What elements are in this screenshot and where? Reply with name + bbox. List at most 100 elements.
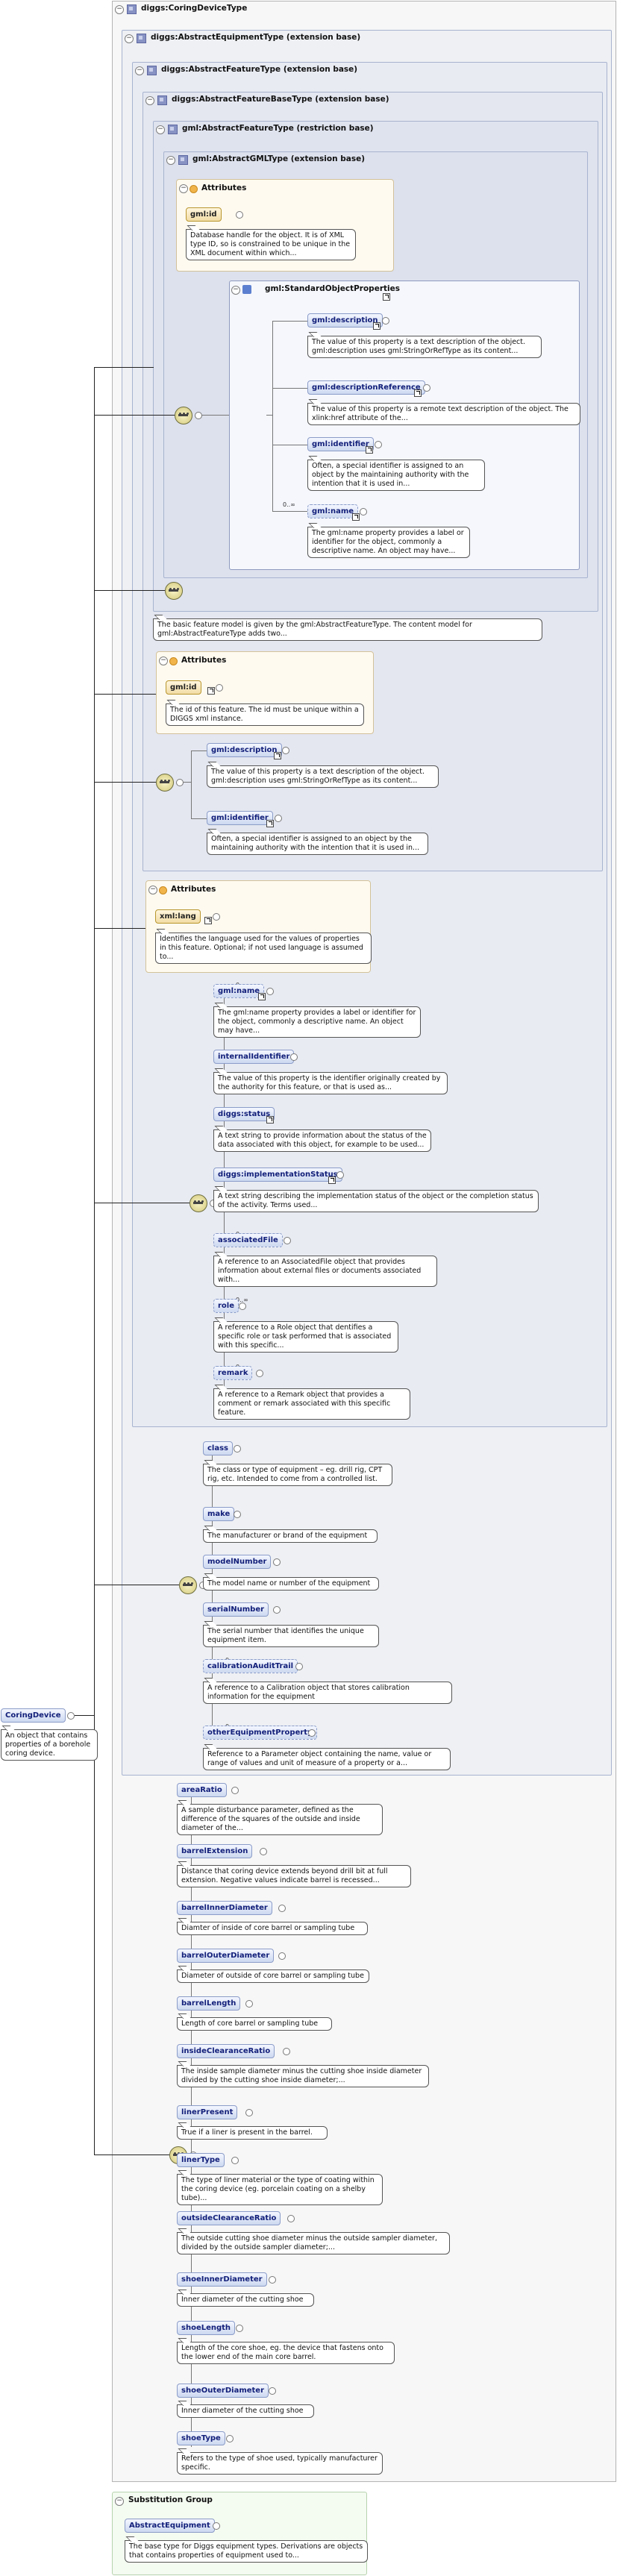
outsideClearanceRatio-element[interactable]: outsideClearanceRatio	[177, 2211, 281, 2225]
gml-description-reference-element[interactable]: gml:descriptionReference	[307, 380, 425, 395]
hyperlink-icon[interactable]	[204, 917, 212, 924]
hyperlink-icon[interactable]	[414, 389, 422, 397]
hyperlink-icon[interactable]	[373, 322, 380, 330]
internal-identifier-element[interactable]: internalIdentifier	[213, 1050, 295, 1064]
expand-dot-icon[interactable]	[375, 441, 382, 448]
barrelOuterDiameter-element[interactable]: barrelOuterDiameter	[177, 1949, 275, 1963]
collapse-toggle-icon[interactable]: −	[148, 886, 157, 894]
linerPresent-element[interactable]: linerPresent	[177, 2105, 238, 2119]
insideClearanceRatio-element[interactable]: insideClearanceRatio	[177, 2044, 275, 2058]
model-number-element[interactable]: modelNumber	[203, 1555, 272, 1569]
linerType-element[interactable]: linerType	[177, 2153, 225, 2167]
expand-dot-icon[interactable]	[382, 317, 389, 325]
expand-dot-icon[interactable]	[282, 747, 289, 754]
expand-dot-icon[interactable]	[290, 1053, 298, 1061]
hyperlink-icon[interactable]	[266, 820, 274, 827]
gml-description-element[interactable]: gml:description	[307, 313, 383, 328]
expand-dot-icon[interactable]	[423, 384, 430, 392]
expand-dot-icon[interactable]	[283, 2048, 290, 2055]
hyperlink-icon[interactable]	[352, 513, 360, 521]
calibration-audit-trail-element[interactable]: calibrationAuditTrail	[203, 1659, 298, 1673]
expand-dot-icon[interactable]	[284, 1237, 291, 1244]
sequence-icon[interactable]	[156, 774, 174, 792]
collapse-toggle-icon[interactable]: −	[115, 2497, 124, 2506]
collapse-toggle-icon[interactable]: −	[231, 286, 240, 295]
hyperlink-icon[interactable]	[266, 1116, 274, 1124]
barrelInnerDiameter-element[interactable]: barrelInnerDiameter	[177, 1901, 272, 1915]
expand-dot-icon[interactable]	[278, 1905, 286, 1912]
gml-id-attribute[interactable]: gml:id	[186, 207, 222, 222]
expand-dot-icon[interactable]	[273, 1606, 281, 1614]
hyperlink-icon[interactable]	[274, 752, 281, 759]
hyperlink-icon[interactable]	[366, 446, 373, 454]
expand-dot-icon[interactable]	[236, 211, 243, 219]
diggs-implementation-status-element[interactable]: diggs:implementationStatus	[213, 1168, 342, 1182]
collapse-toggle-icon[interactable]: −	[135, 66, 144, 75]
collapse-toggle-icon[interactable]: −	[179, 184, 188, 193]
expand-dot-icon[interactable]	[231, 1787, 239, 1794]
expand-dot-icon[interactable]	[213, 913, 220, 921]
xml-lang-attribute[interactable]: xml:lang	[155, 909, 201, 924]
gml-identifier-element[interactable]: gml:identifier	[307, 437, 374, 451]
collapse-toggle-icon[interactable]: −	[166, 156, 175, 165]
expand-dot-icon[interactable]	[295, 1663, 303, 1670]
expand-dot-icon[interactable]	[308, 1729, 316, 1737]
expand-dot-icon[interactable]	[216, 684, 223, 692]
expand-dot-icon[interactable]	[234, 1445, 241, 1452]
expand-dot-icon[interactable]	[269, 2387, 277, 2395]
gml-name-element[interactable]: gml:name	[307, 504, 359, 518]
gml-name-element[interactable]: gml:name	[213, 984, 265, 998]
other-equipment-property-element[interactable]: otherEquipmentProperty	[203, 1726, 317, 1740]
make-element[interactable]: make	[203, 1507, 235, 1521]
expand-dot-icon[interactable]	[213, 2522, 220, 2530]
expand-dot-icon[interactable]	[195, 412, 202, 419]
expand-dot-icon[interactable]	[269, 2276, 277, 2284]
sequence-icon[interactable]	[165, 582, 183, 600]
expand-dot-icon[interactable]	[259, 1848, 267, 1855]
expand-dot-icon[interactable]	[67, 1712, 75, 1720]
gml-id-attribute[interactable]: gml:id	[166, 680, 201, 695]
expand-dot-icon[interactable]	[245, 2000, 253, 2008]
barrelLength-element[interactable]: barrelLength	[177, 1996, 241, 2011]
hyperlink-icon[interactable]	[328, 1176, 336, 1184]
expand-dot-icon[interactable]	[236, 2325, 243, 2332]
class-element[interactable]: class	[203, 1441, 234, 1455]
expand-dot-icon[interactable]	[275, 815, 282, 822]
expand-dot-icon[interactable]	[273, 1558, 281, 1566]
sequence-icon[interactable]	[175, 407, 192, 424]
expand-dot-icon[interactable]	[266, 988, 274, 995]
hyperlink-icon[interactable]	[383, 293, 390, 301]
sequence-icon[interactable]	[179, 1576, 197, 1594]
expand-dot-icon[interactable]	[234, 1511, 241, 1518]
expand-dot-icon[interactable]	[360, 508, 367, 515]
shoeLength-element[interactable]: shoeLength	[177, 2321, 236, 2335]
shoeInnerDiameter-element[interactable]: shoeInnerDiameter	[177, 2272, 267, 2287]
remark-element[interactable]: remark	[213, 1366, 253, 1380]
expand-dot-icon[interactable]	[231, 2157, 239, 2164]
expand-dot-icon[interactable]	[239, 1303, 246, 1310]
barrelExtension-element[interactable]: barrelExtension	[177, 1844, 253, 1858]
expand-dot-icon[interactable]	[245, 2109, 253, 2116]
expand-dot-icon[interactable]	[336, 1171, 344, 1179]
collapse-toggle-icon[interactable]: −	[159, 656, 168, 665]
collapse-toggle-icon[interactable]: −	[125, 34, 134, 43]
shoeOuterDiameter-element[interactable]: shoeOuterDiameter	[177, 2384, 269, 2398]
collapse-toggle-icon[interactable]: −	[156, 125, 165, 134]
expand-dot-icon[interactable]	[256, 1370, 263, 1377]
expand-dot-icon[interactable]	[226, 2435, 234, 2442]
diggs-status-element[interactable]: diggs:status	[213, 1107, 275, 1121]
hyperlink-icon[interactable]	[258, 993, 266, 1000]
abstract-equipment-element[interactable]: AbstractEquipment	[125, 2519, 215, 2533]
associated-file-element[interactable]: associatedFile	[213, 1233, 283, 1247]
sequence-icon[interactable]	[190, 1194, 207, 1212]
expand-dot-icon[interactable]	[287, 2215, 295, 2222]
serial-number-element[interactable]: serialNumber	[203, 1602, 269, 1617]
gml-identifier-element[interactable]: gml:identifier	[207, 811, 273, 825]
areaRatio-element[interactable]: areaRatio	[177, 1783, 227, 1797]
role-element[interactable]: role	[213, 1299, 239, 1313]
hyperlink-icon[interactable]	[207, 687, 215, 695]
expand-dot-icon[interactable]	[278, 1952, 286, 1960]
collapse-toggle-icon[interactable]: −	[145, 96, 154, 105]
expand-dot-icon[interactable]	[176, 779, 184, 786]
coring-device-element[interactable]: CoringDevice	[1, 1708, 66, 1723]
